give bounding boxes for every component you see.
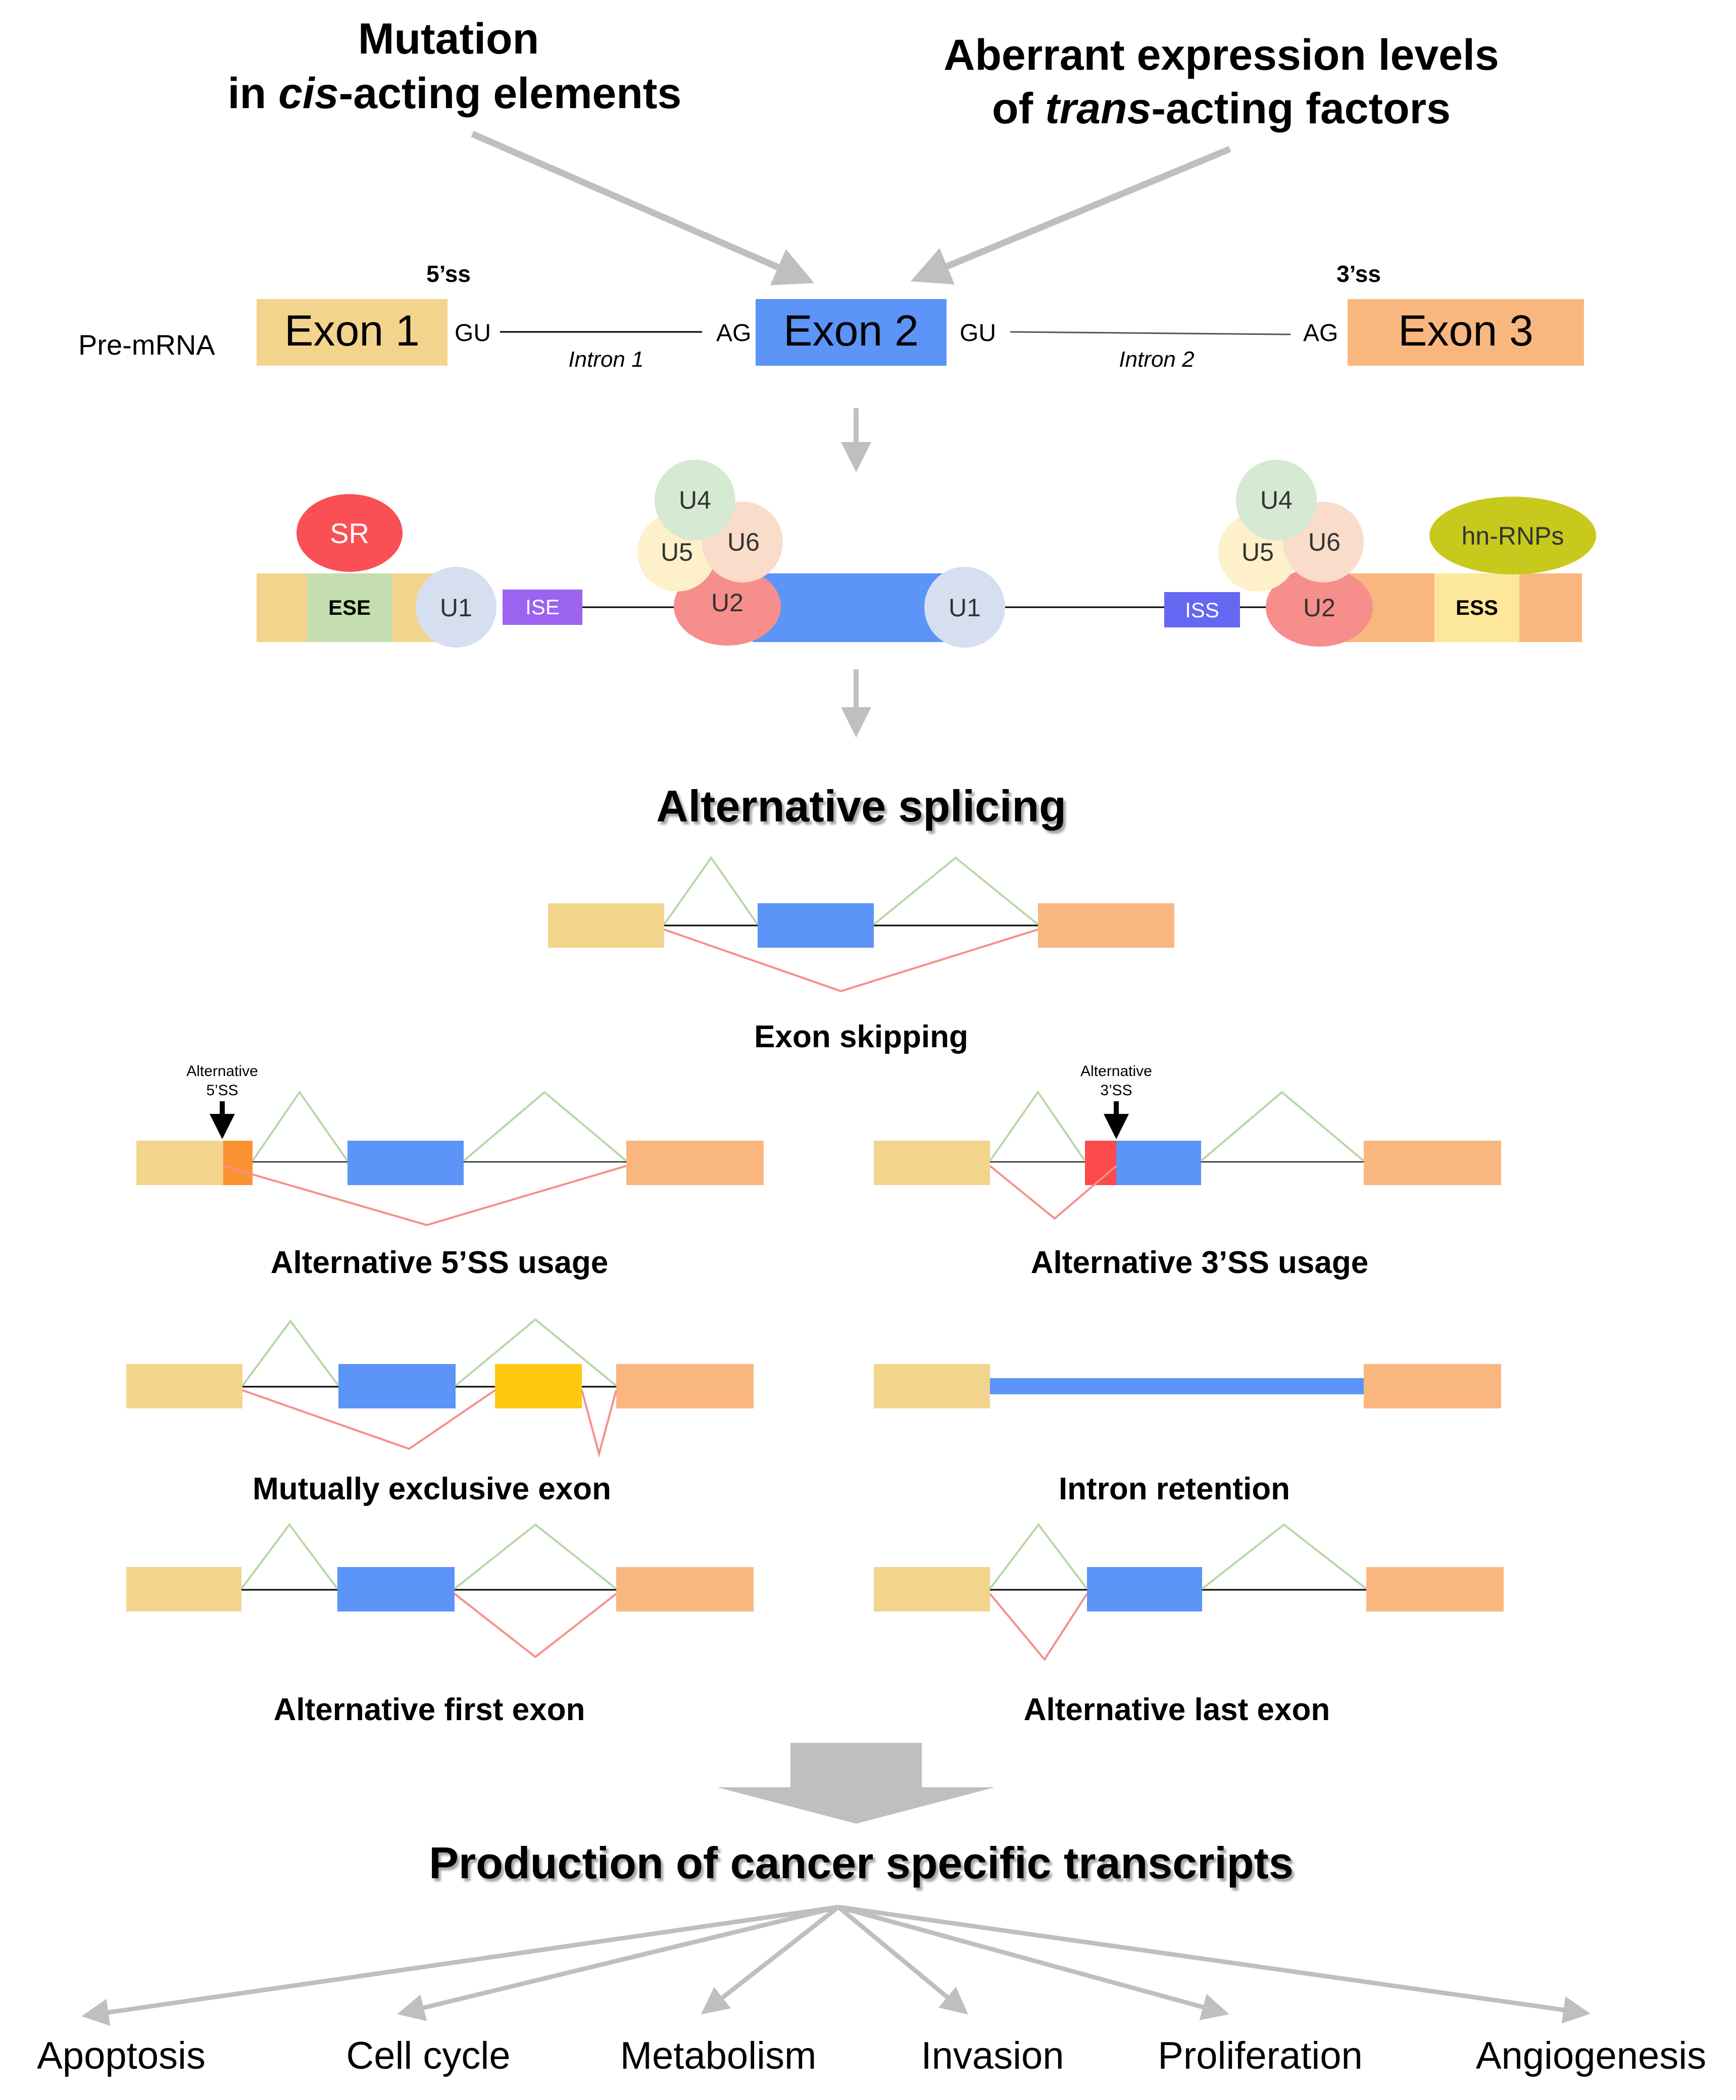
ise-label: ISE (525, 595, 560, 619)
outcome-cell-cycle: Cell cycle (346, 2034, 510, 2077)
alt-last-exon-diagram (874, 1523, 1504, 1662)
intron-retention-label: Intron retention (1059, 1472, 1290, 1506)
trans-cause-label: Aberrant expression levels of trans-acti… (944, 31, 1499, 133)
three-ss-label: 3’ss (1336, 261, 1381, 287)
intron2-line (1010, 331, 1291, 335)
iss-label: ISS (1185, 598, 1219, 622)
exon1-box (257, 299, 448, 366)
u2-left-label: U2 (711, 589, 743, 617)
cis-cause-label: Mutation in cis-acting elements (228, 15, 682, 118)
mutex-label: Mutually exclusive exon (253, 1472, 611, 1506)
outcome-invasion: Invasion (921, 2034, 1064, 2077)
ag-1: AG (716, 320, 751, 347)
ag-2: AG (1303, 320, 1338, 347)
alt-first-exon-diagram (126, 1523, 754, 1658)
exon1-label: Exon 1 (284, 307, 420, 355)
mutually-exclusive-diagram (126, 1318, 754, 1458)
u5-right-label: U5 (1242, 538, 1274, 566)
u2-left (674, 567, 781, 646)
u4-left-label: U4 (679, 486, 711, 514)
intron2-label: Intron 2 (1119, 347, 1194, 372)
u4-right-label: U4 (1260, 486, 1293, 514)
u6-left-label: U6 (727, 528, 760, 556)
hnrnp-protein (1429, 497, 1596, 574)
cis-arrow (471, 131, 814, 285)
pre-mrna-label: Pre-mRNA (78, 329, 215, 361)
gu-2: GU (960, 320, 996, 347)
exon3-box (1348, 299, 1584, 366)
alt-3ss-marker-line2: 3’SS (1100, 1082, 1132, 1099)
u2-right (1266, 568, 1373, 647)
alt-splicing-title: Alternative splicing (656, 781, 1066, 831)
outcome-metabolism: Metabolism (620, 2034, 817, 2077)
spliceosome-assembly: ESE SR U1 ISE U2 U5 U6 U4 U1 ISS ESS hn-… (257, 460, 1596, 648)
exon-skipping-label: Exon skipping (754, 1019, 968, 1054)
alt-3ss-marker-line1: Alternative (1080, 1063, 1152, 1080)
ess-label: ESS (1456, 596, 1498, 619)
alt-5ss-marker-line2: 5’SS (206, 1082, 238, 1099)
iss-box (1164, 592, 1240, 627)
hnrnp-label: hn-RNPs (1462, 522, 1564, 550)
u2-right-label: U2 (1303, 594, 1335, 622)
trans-cause-line1: Aberrant expression levels (944, 31, 1499, 79)
outcome-arrows (81, 1904, 1591, 2026)
ise-box (503, 590, 582, 625)
exon3-label: Exon 3 (1398, 307, 1533, 355)
trans-cause-line2: of trans-acting factors (992, 84, 1451, 133)
u5-left-label: U5 (661, 538, 693, 566)
u1-right-label: U1 (949, 594, 981, 622)
ese-box (307, 573, 392, 642)
outcome-labels: Apoptosis Cell cycle Metabolism Invasion… (37, 2034, 1706, 2077)
u1-left-label: U1 (440, 594, 472, 622)
trans-arrow (910, 145, 1231, 285)
intron-retention-diagram (874, 1364, 1501, 1408)
alt-3ss-diagram: Alternative 3’SS (874, 1063, 1501, 1220)
intron1-label: Intron 1 (568, 347, 643, 372)
alt-5ss-diagram: Alternative 5’SS (136, 1063, 764, 1227)
alt-last-exon-label: Alternative last exon (1024, 1692, 1330, 1727)
ess-box (1434, 573, 1519, 642)
u6-right-label: U6 (1308, 528, 1341, 556)
exon2-label: Exon 2 (783, 307, 919, 355)
gu-1: GU (455, 320, 491, 347)
alt-5ss-marker-line1: Alternative (186, 1063, 258, 1080)
exon2-bar (753, 573, 957, 642)
u4-right (1236, 460, 1317, 541)
five-ss-label: 5’ss (426, 261, 471, 287)
outcome-angiogenesis: Angiogenesis (1476, 2034, 1706, 2077)
alt-first-exon-label: Alternative first exon (274, 1692, 585, 1727)
alt-3ss-label: Alternative 3’SS usage (1031, 1245, 1369, 1280)
outcome-apoptosis: Apoptosis (37, 2034, 206, 2077)
exon2-box (756, 299, 947, 366)
alt-5ss-label: Alternative 5’SS usage (271, 1245, 609, 1280)
u1-right (924, 567, 1005, 648)
outcome-proliferation: Proliferation (1158, 2034, 1363, 2077)
production-title: Production of cancer specific transcript… (429, 1838, 1294, 1888)
cis-cause-line2: in cis-acting elements (228, 69, 682, 118)
u1-left (416, 567, 497, 648)
ese-label: ESE (328, 596, 371, 619)
big-down-arrow (717, 1743, 995, 1824)
sr-label: SR (330, 517, 369, 549)
sr-protein (296, 494, 403, 572)
u4-left (655, 460, 735, 541)
exon-skipping-diagram (548, 856, 1174, 993)
cis-cause-line1: Mutation (358, 15, 539, 63)
